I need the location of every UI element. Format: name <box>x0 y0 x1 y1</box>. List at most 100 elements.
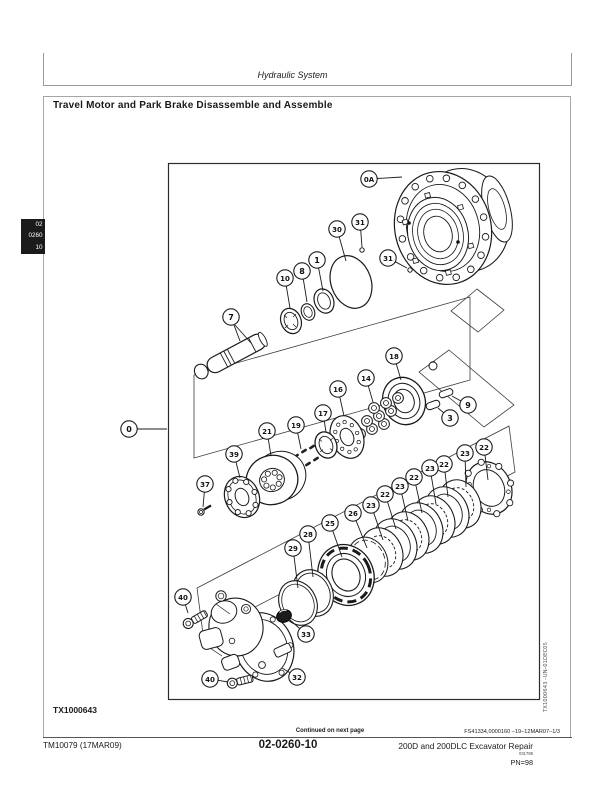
part-block-21 <box>245 450 307 506</box>
section-tab: 02 0260 10 <box>21 219 45 254</box>
svg-text:18: 18 <box>389 353 399 361</box>
callouts-layer: 00A3130311810718141617192139379322232223… <box>120 170 493 688</box>
svg-text:14: 14 <box>361 375 371 383</box>
figure-border <box>167 162 541 701</box>
svg-text:31: 31 <box>355 219 365 227</box>
callout-23: 23 <box>421 459 439 505</box>
part-piston-25 <box>317 543 375 607</box>
callout-30: 30 <box>328 220 347 262</box>
svg-text:0A: 0A <box>364 176 375 184</box>
part-pistons-14 <box>354 392 404 440</box>
callout-18: 18 <box>385 347 403 381</box>
callout-29: 29 <box>284 539 302 589</box>
svg-text:40: 40 <box>178 594 188 602</box>
svg-text:23: 23 <box>366 502 376 510</box>
callout-40: 40 <box>201 670 229 688</box>
svg-text:32: 32 <box>292 674 302 682</box>
callout-23: 23 <box>391 477 409 522</box>
part-seal-1 <box>313 288 335 314</box>
callout-23: 23 <box>456 444 474 488</box>
callout-28: 28 <box>299 525 317 578</box>
svg-text:23: 23 <box>460 450 470 458</box>
footer-page-number: PN=98 <box>510 758 533 767</box>
svg-text:0: 0 <box>126 425 132 434</box>
part-pin-3 <box>425 399 441 411</box>
svg-text:30: 30 <box>332 226 342 234</box>
callout-19: 19 <box>287 416 305 450</box>
callout-1: 1 <box>308 251 326 292</box>
header-bottom-rule <box>43 85 572 86</box>
callout-22: 22 <box>376 485 397 530</box>
callout-23: 23 <box>362 496 384 541</box>
callout-0: 0 <box>120 420 167 438</box>
header-left-rule <box>43 53 44 86</box>
svg-text:28: 28 <box>303 531 313 539</box>
tab-line-1: 02 <box>35 220 43 228</box>
part-shaft-7 <box>193 331 268 380</box>
callout-3: 3 <box>437 407 459 427</box>
svg-text:25: 25 <box>325 520 335 528</box>
callout-31: 31 <box>379 249 408 269</box>
callout-26: 26 <box>344 504 368 549</box>
svg-text:23: 23 <box>425 465 435 473</box>
part-ball-31a <box>359 247 365 253</box>
svg-text:19: 19 <box>291 422 301 430</box>
callout-31: 31 <box>351 213 369 248</box>
svg-text:8: 8 <box>299 267 305 276</box>
svg-text:7: 7 <box>228 313 234 322</box>
svg-text:37: 37 <box>200 481 210 489</box>
svg-text:16: 16 <box>333 386 343 394</box>
svg-text:10: 10 <box>280 275 290 283</box>
svg-text:21: 21 <box>262 428 272 436</box>
callout-0A: 0A <box>360 170 403 188</box>
svg-text:1: 1 <box>314 256 320 265</box>
callout-33: 33 <box>289 619 315 643</box>
svg-text:39: 39 <box>229 451 239 459</box>
svg-text:17: 17 <box>318 410 328 418</box>
svg-text:26: 26 <box>348 510 358 518</box>
callout-10: 10 <box>276 269 294 309</box>
callout-8: 8 <box>293 262 311 303</box>
svg-text:33: 33 <box>301 631 311 639</box>
svg-text:9: 9 <box>465 401 471 410</box>
part-oring-30 <box>329 255 373 309</box>
footer-manual-title: 200D and 200DLC Excavator Repair <box>398 741 533 751</box>
callout-40: 40 <box>174 588 192 614</box>
tab-line-3: 10 <box>35 244 43 252</box>
svg-text:31: 31 <box>383 255 393 263</box>
callout-17: 17 <box>314 404 332 433</box>
callout-22: 22 <box>475 438 493 481</box>
part-bolt-40-top <box>182 610 208 630</box>
part-ring-17 <box>314 431 338 459</box>
part-bolt-40-bottom <box>226 674 254 689</box>
svg-text:23: 23 <box>395 483 405 491</box>
svg-text:22: 22 <box>409 474 419 482</box>
part-housing-32 <box>198 590 295 682</box>
footer-rule <box>43 737 572 739</box>
continued-note: Continued on next page <box>295 728 365 734</box>
part-ball-31b <box>407 267 413 273</box>
figure-id-label: TX1000643 <box>53 705 97 715</box>
callout-7: 7 <box>222 308 241 342</box>
part-hub <box>393 167 513 286</box>
svg-text:22: 22 <box>479 444 489 452</box>
svg-text:29: 29 <box>288 545 298 553</box>
callout-32: 32 <box>281 667 306 686</box>
part-bearing-39 <box>223 475 261 519</box>
callout-9: 9 <box>451 395 477 414</box>
part-screw-37 <box>197 504 212 516</box>
part-seal-10 <box>279 307 303 335</box>
figure-side-caption: TX1000643 –UN–01DEC05 <box>543 642 549 713</box>
callout-37: 37 <box>196 475 214 508</box>
footer-manual-number: TM10079 (17MAR09) <box>43 741 122 750</box>
svg-text:3: 3 <box>447 414 453 423</box>
svg-text:22: 22 <box>380 491 390 499</box>
callout-22: 22 <box>405 468 423 514</box>
tab-line-2: 0260 <box>28 232 43 240</box>
callout-21: 21 <box>258 422 276 457</box>
header-right-rule <box>571 53 572 86</box>
diagram-svg: TX1000643 –UN–01DEC05 0 0A 31 30 31 18 10 7 18 14… <box>120 162 549 713</box>
part-ball <box>428 361 438 371</box>
callout-14: 14 <box>357 369 375 403</box>
